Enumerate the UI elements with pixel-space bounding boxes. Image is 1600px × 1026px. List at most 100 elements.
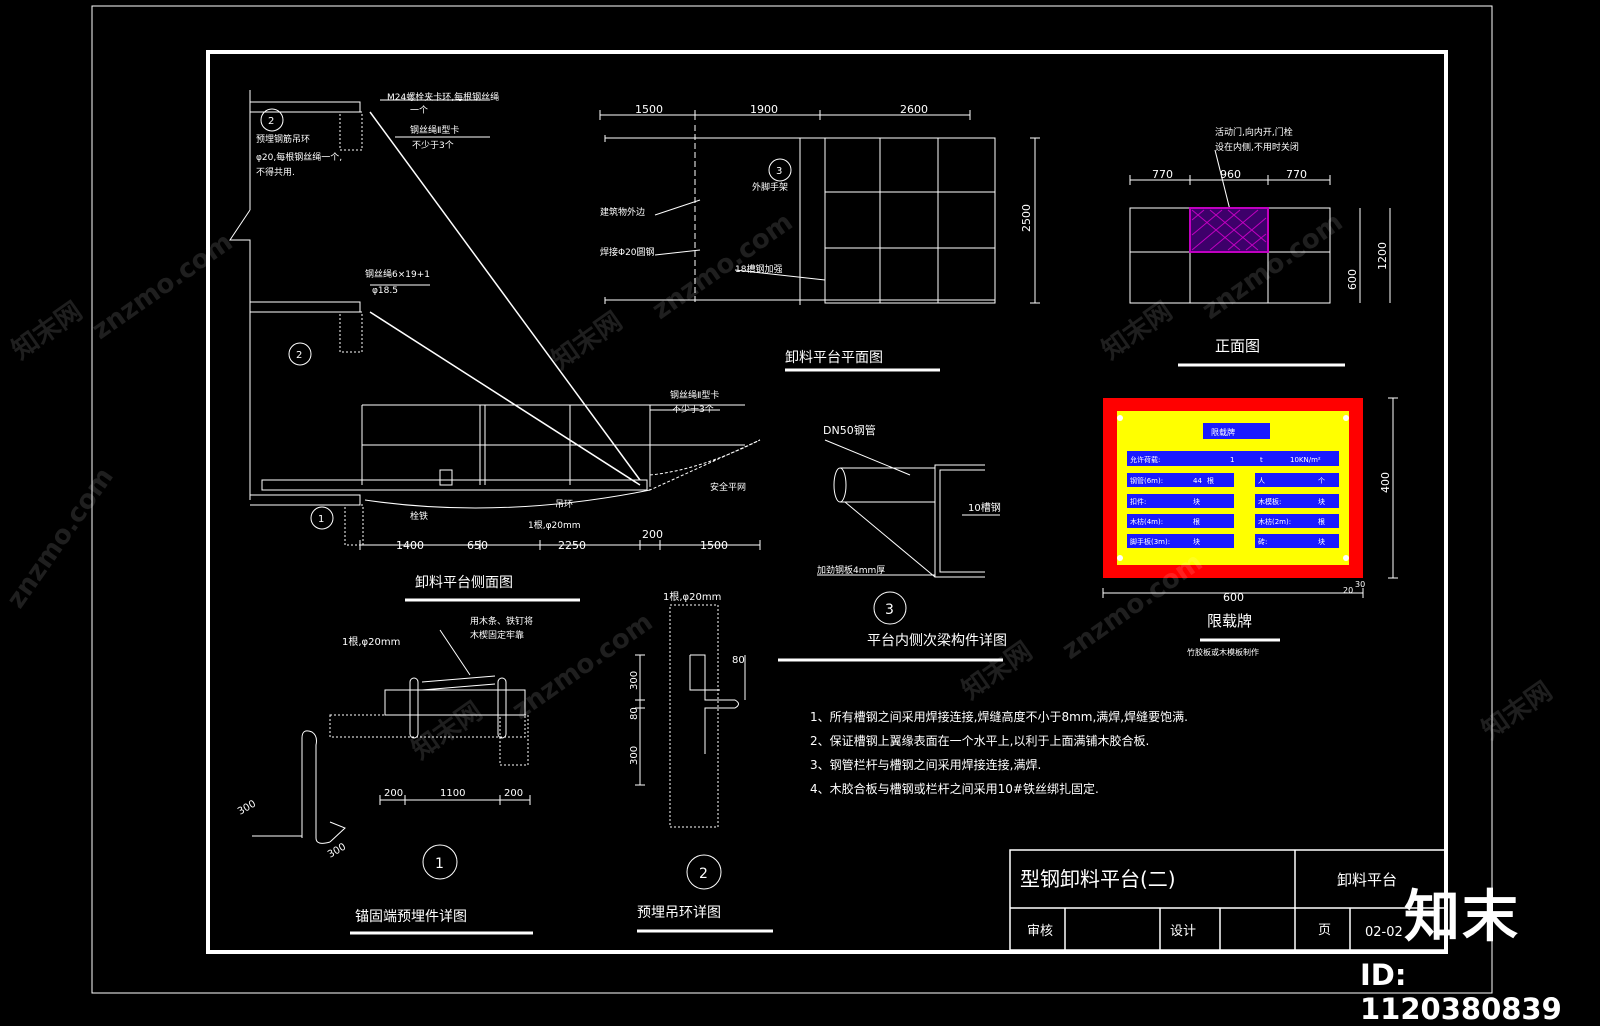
plan-dim-1: 1500 — [635, 103, 663, 116]
side-callout-2: 2 — [296, 350, 302, 361]
sign-r5-b-unit: 块 — [1318, 537, 1325, 546]
sign-board-title: 限载牌 — [1211, 427, 1235, 437]
front-height-2: 1200 — [1376, 242, 1389, 270]
detail1-title: 锚固端预埋件详图 — [355, 909, 467, 925]
detail3-title: 平台内侧次梁构件详图 — [867, 633, 1007, 649]
watermark-id: ID: 1120380839 — [1360, 958, 1562, 1026]
plan-dim-2: 1900 — [750, 103, 778, 116]
detail2-callout: 2 — [699, 866, 708, 882]
detail3-pipe: DN50钢管 — [823, 423, 876, 437]
front-view — [1129, 149, 1391, 367]
plan-view-labels: 1500 1900 2600 2500 建筑物外边 焊接Φ20圆钢 18槽钢加强… — [600, 103, 1033, 366]
title-block-text: 型钢卸料平台(二) 卸料平台 审核 设计 页 02-02 — [1020, 867, 1403, 940]
outer-frame — [91, 5, 1493, 994]
sign-row-3b — [1255, 494, 1339, 508]
clip-note-b2: 不少于3个 — [672, 404, 714, 415]
sign-r4-b-unit: 根 — [1318, 517, 1325, 526]
detail-3 — [778, 439, 1003, 662]
load-sign-labels: 600 400 20 30 限载牌 竹胶板或木模板制作 — [1187, 472, 1392, 657]
detail2-title: 预埋吊环详图 — [637, 905, 721, 921]
bar-note: 1根,φ20mm — [528, 519, 581, 531]
sign-r4-b-label: 木枋(2m): — [1258, 517, 1291, 526]
sign-r2-unit: 根 — [1207, 476, 1214, 485]
clip-note-b: 钢丝绳Ⅱ型卡 — [670, 389, 719, 401]
plan-view-title: 卸料平台平面图 — [785, 350, 883, 366]
sign-r3-b-unit: 块 — [1318, 497, 1325, 506]
sign-title-plate — [1203, 423, 1270, 439]
note-4: 4、木胶合板与槽钢或栏杆之间采用10#铁丝绑扎固定. — [810, 781, 1099, 796]
watermark-cn-2: 知末网 — [547, 306, 628, 375]
plan-width-dim: 2500 — [1020, 204, 1033, 232]
sign-row-5b — [1255, 534, 1339, 548]
side-callout-1: 2 — [268, 116, 274, 127]
front-view-title: 正面图 — [1215, 337, 1260, 355]
load-sign-title: 限载牌 — [1207, 612, 1252, 630]
detail2-dim-2: 80 — [629, 707, 640, 720]
detail-1 — [252, 629, 533, 935]
sign-row-5a — [1127, 534, 1234, 548]
detail2-dim-3: 300 — [629, 746, 640, 765]
detail1-note-1: 用木条、铁钉将 — [470, 615, 533, 627]
inner-frame — [206, 50, 1448, 954]
detail1-callout: 1 — [435, 856, 444, 872]
plan-dim-3: 2600 — [900, 103, 928, 116]
watermark-logo: 知末 — [1404, 885, 1520, 950]
door-hatch — [1191, 209, 1267, 251]
ring-b-note: 吊环 — [555, 499, 573, 510]
detail-1-labels: 1根,φ20mm 用木条、铁钉将 木楔固定牢靠 200 1100 200 300… — [236, 615, 533, 925]
sign-r3-unit: 块 — [1193, 497, 1200, 506]
detail1-dim-1: 200 — [384, 788, 403, 799]
anchor-note: 栓铁 — [410, 510, 428, 522]
detail1-dim-5: 300 — [326, 842, 348, 861]
page-number: 02-02 — [1365, 925, 1403, 940]
detail1-dim-4: 300 — [236, 799, 258, 818]
front-note-1: 活动门,向内开,门栓 — [1215, 126, 1293, 138]
front-dim-2: 960 — [1220, 168, 1241, 181]
sign-r5-b-label: 砖: — [1258, 537, 1267, 546]
note-1: 1、所有槽钢之间采用焊接连接,焊缝高度不小于8mm,满焊,焊缝要饱满. — [810, 709, 1188, 724]
sign-r1-unit: t — [1260, 456, 1263, 464]
sign-row-4b — [1255, 514, 1339, 528]
plan-callout: 3 — [776, 166, 782, 177]
detail1-bar: 1根,φ20mm — [342, 635, 400, 648]
detail1-note-2: 木楔固定牢靠 — [470, 629, 524, 641]
detail1-dim-3: 200 — [504, 788, 523, 799]
sheet-title: 型钢卸料平台(二) — [1020, 867, 1176, 891]
detail-2 — [635, 604, 773, 933]
sign-width-dim: 600 — [1223, 591, 1244, 604]
sign-row-3a — [1127, 494, 1234, 508]
sign-r1-extra: 10KN/m² — [1290, 456, 1321, 464]
title-block — [1009, 849, 1446, 951]
net-note: 安全平网 — [710, 481, 746, 493]
plan-outline-note: 建筑物外边 — [600, 206, 645, 218]
sign-row-1 — [1127, 451, 1339, 466]
detail1-dim-2: 1100 — [440, 788, 465, 799]
front-height-1: 600 — [1346, 269, 1359, 290]
sign-r1-label: 允许荷载: — [1130, 455, 1160, 464]
side-view-labels: M24螺栓夹卡环,每根钢丝绳 一个 预埋钢筋吊环 φ20,每根钢丝绳一个, 不得… — [256, 91, 746, 531]
page-label: 页 — [1318, 923, 1331, 938]
watermark-cn-3: 知末网 — [407, 696, 488, 765]
detail2-dim-4: 80 — [732, 655, 745, 666]
sheet-category: 卸料平台 — [1337, 871, 1397, 889]
clip-note: 钢丝绳Ⅱ型卡 — [410, 124, 459, 136]
sign-row-2b — [1255, 473, 1339, 487]
bolt-note: M24螺栓夹卡环,每根钢丝绳 — [387, 91, 499, 103]
ring-note-3: 不得共用. — [256, 166, 295, 178]
ring-note: 预埋钢筋吊环 — [256, 133, 310, 145]
detail-2-labels: 1根,φ20mm 300 80 300 80 2 预埋吊环详图 — [629, 590, 745, 921]
general-notes: 1、所有槽钢之间采用焊接连接,焊缝高度不小于8mm,满焊,焊缝要饱满. 2、保证… — [810, 709, 1188, 796]
plan-scaffold-note: 外脚手架 — [752, 181, 788, 193]
sign-r2-b-unit: 个 — [1318, 477, 1325, 485]
sign-r4-unit: 根 — [1193, 517, 1200, 526]
detail-3-labels: DN50钢管 10槽钢 加劲钢板4mm厚 3 平台内侧次梁构件详图 — [817, 423, 1007, 649]
side-callout-3: 1 — [318, 514, 324, 525]
note-3: 3、钢管栏杆与槽钢之间采用焊接连接,满焊. — [810, 757, 1041, 772]
side-dim-1: 1400 — [396, 539, 424, 552]
sign-r5-label: 脚手板(3m): — [1130, 537, 1170, 546]
review-label: 审核 — [1027, 924, 1053, 939]
watermark-cn-6: 知末网 — [1477, 676, 1558, 745]
sign-border-dim-2: 30 — [1355, 580, 1365, 589]
